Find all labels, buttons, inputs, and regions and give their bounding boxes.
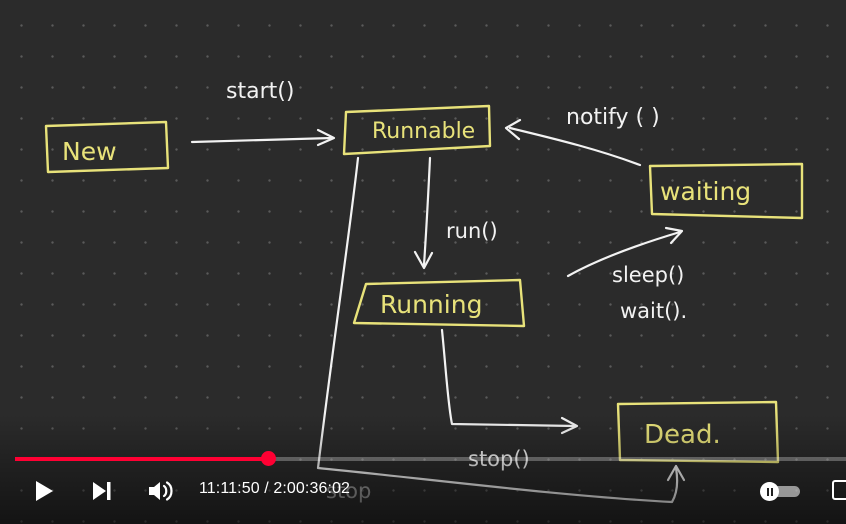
node-runnable: Runnable [342,104,492,156]
edge-notify-arrowhead [504,118,522,141]
node-waiting: waiting [648,162,804,220]
node-running-label: Running [380,290,482,319]
play-icon [36,481,53,501]
current-time: 11:11:50 [199,480,260,497]
node-dead-label: Dead. [644,420,721,450]
node-dead: Dead. [616,400,780,464]
time-display: 11:11:50 / 2:00:36:02 [199,480,350,498]
edge-label-start: start() [226,79,294,104]
progress-played [15,457,269,461]
edge-label-notify: notify ( ) [566,105,660,130]
duration: 2:00:36 [273,480,328,497]
edge-start [190,136,334,144]
edge-label-sleep: sleep() [612,263,684,287]
progress-scrubber-handle[interactable] [261,451,277,466]
volume-button[interactable] [144,476,178,506]
autoplay-toggle-icon [760,482,779,501]
node-new-label: New [62,137,117,166]
autoplay-toggle[interactable] [760,482,802,501]
edge-run-arrowhead [413,250,434,270]
edge-start-arrowhead [316,128,336,147]
volume-icon [149,481,173,501]
time-separator: / [259,480,274,497]
play-button[interactable] [28,476,60,506]
edge-sleep-wait-arrowhead [664,226,684,245]
progress-bar[interactable] [15,451,846,466]
edge-label-wait: wait(). [620,299,687,323]
edge-run [422,156,432,267]
next-button[interactable] [86,476,118,506]
captions-button[interactable] [832,480,846,500]
autoplay-track [764,486,800,497]
edge-stop-running [440,328,577,428]
node-new: New [44,120,170,174]
time-overlap-fragment: :02 [327,480,350,497]
next-icon [93,482,111,500]
node-running: Running [352,278,526,328]
edge-sleep-wait [566,230,682,278]
edge-label-run: run() [446,219,498,243]
node-runnable-label: Runnable [372,119,475,144]
node-waiting-label: waiting [660,177,751,206]
edge-notify [508,126,642,167]
